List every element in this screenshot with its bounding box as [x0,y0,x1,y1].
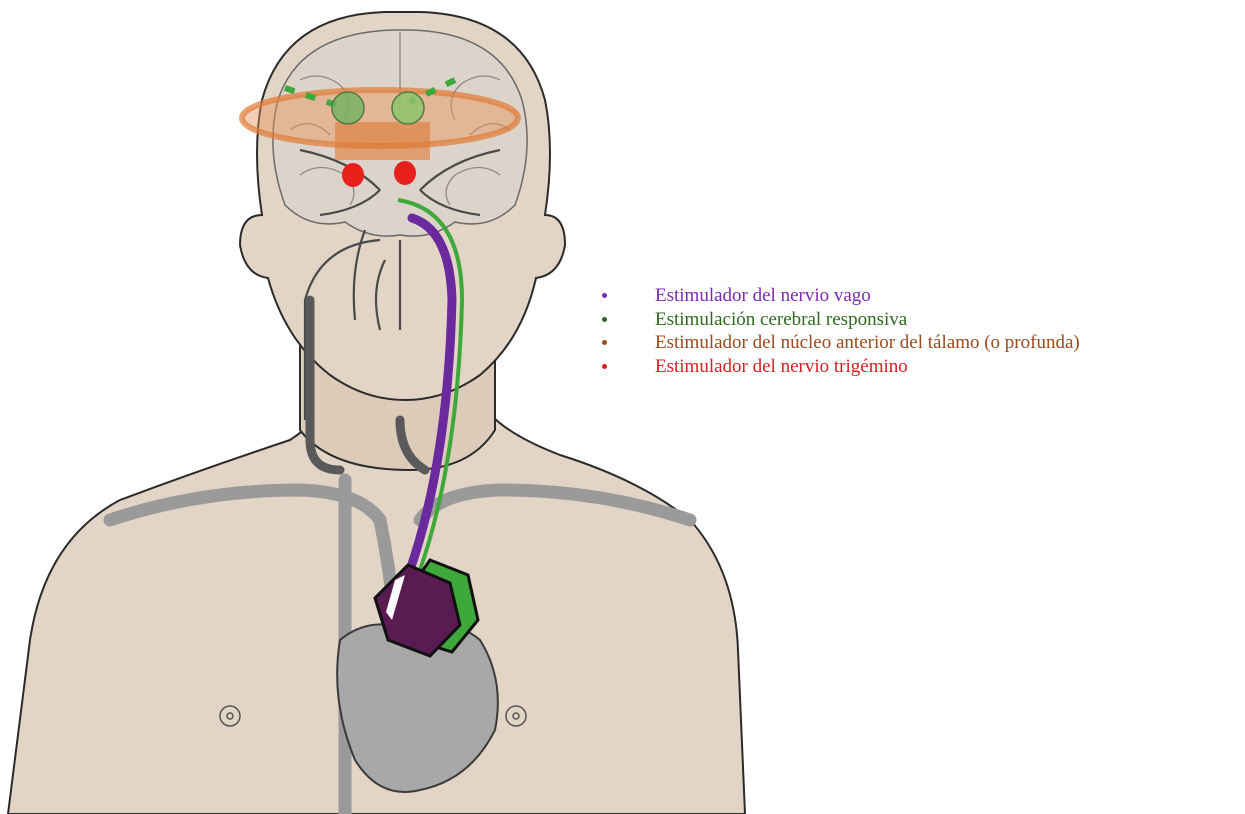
legend: Estimulador del nervio vago Estimulación… [598,284,1080,378]
legend-label-trigeminal: Estimulador del nervio trigémino [655,356,908,377]
legend-dot-thalamus [602,340,607,345]
rns-electrode-right [392,92,424,124]
thalamus-electrode [335,122,430,160]
legend-dot-trigeminal [602,364,607,369]
legend-item-vagus: Estimulador del nervio vago [598,284,1080,308]
legend-label-rns: Estimulación cerebral responsiva [655,309,907,330]
trigeminal-right [394,161,416,185]
legend-dot-rns [602,317,607,322]
rns-electrode-left [332,92,364,124]
legend-item-thalamus: Estimulador del núcleo anterior del tála… [598,331,1080,355]
trigeminal-left [342,163,364,187]
legend-item-rns: Estimulación cerebral responsiva [598,308,1080,332]
legend-dot-vagus [602,293,607,298]
legend-item-trigeminal: Estimulador del nervio trigémino [598,355,1080,379]
legend-label-thalamus: Estimulador del núcleo anterior del tála… [655,332,1080,353]
legend-label-vagus: Estimulador del nervio vago [655,285,871,306]
